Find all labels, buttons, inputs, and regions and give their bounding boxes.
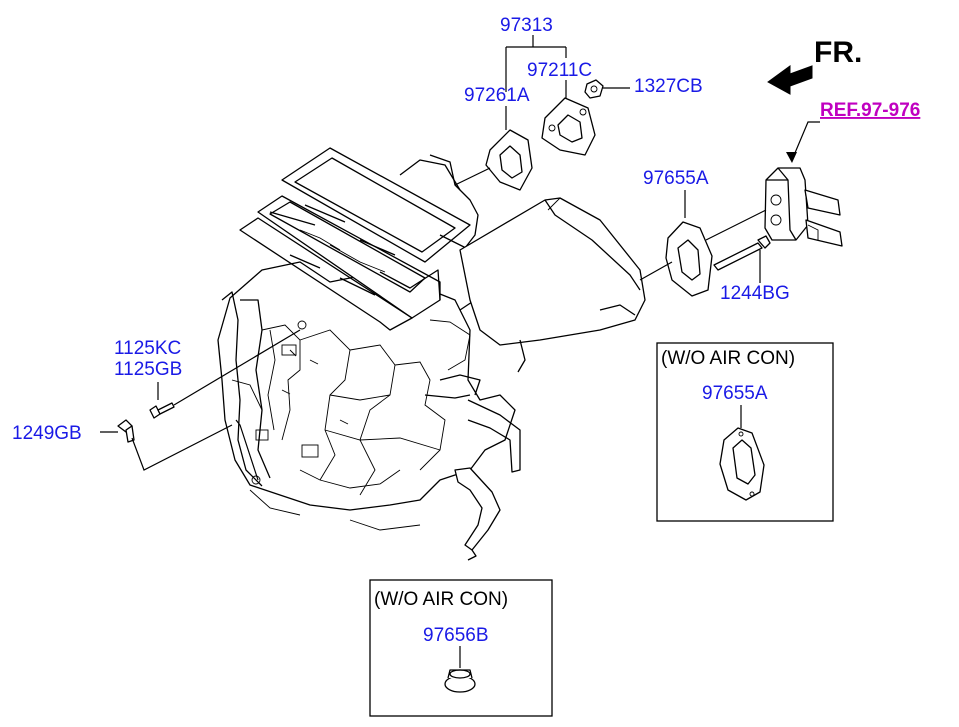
- part-97261a: 97261A: [454, 85, 533, 191]
- inset-wo-air-con-bottom: (W/O AIR CON) 97656B: [369, 579, 553, 717]
- label-97313: 97313: [500, 15, 553, 36]
- part-1327cb: 1327CB: [584, 76, 703, 99]
- label-97261a: 97261A: [464, 85, 530, 106]
- label-1327cb: 1327CB: [634, 76, 703, 97]
- callout-97313: 97313: [500, 15, 567, 92]
- label-1125gb: 1125GB: [114, 359, 182, 380]
- inset-wo-air-con-right: (W/O AIR CON) 97655A: [656, 342, 834, 522]
- inset-bottom-title: (W/O AIR CON): [374, 589, 508, 610]
- part-1244bg: 1244BG: [713, 235, 790, 304]
- label-97211c: 97211C: [527, 60, 592, 81]
- front-direction-marker: FR.: [767, 36, 862, 95]
- label-97655a: 97655A: [643, 168, 709, 189]
- part-1249gb: 1249GB: [12, 419, 259, 481]
- label-1249gb: 1249GB: [12, 423, 82, 444]
- part-1125kc-1125gb: 1125KC 1125GB: [114, 329, 301, 419]
- inset-right-part-label: 97655A: [702, 383, 768, 404]
- part-97655a: 97655A: [639, 168, 767, 297]
- front-arrow-icon: [767, 65, 813, 95]
- inset-bottom-part-label: 97656B: [423, 625, 489, 646]
- label-1125kc: 1125KC: [114, 338, 181, 359]
- ref-97-976: REF.97-976: [764, 100, 920, 247]
- inset-right-title: (W/O AIR CON): [661, 348, 795, 369]
- part-97211c: 97211C: [527, 60, 596, 156]
- label-1244bg: 1244BG: [720, 283, 790, 304]
- label-ref-97-976: REF.97-976: [820, 100, 920, 121]
- fr-label: FR.: [814, 36, 862, 69]
- heater-unit-drawing: [217, 147, 646, 561]
